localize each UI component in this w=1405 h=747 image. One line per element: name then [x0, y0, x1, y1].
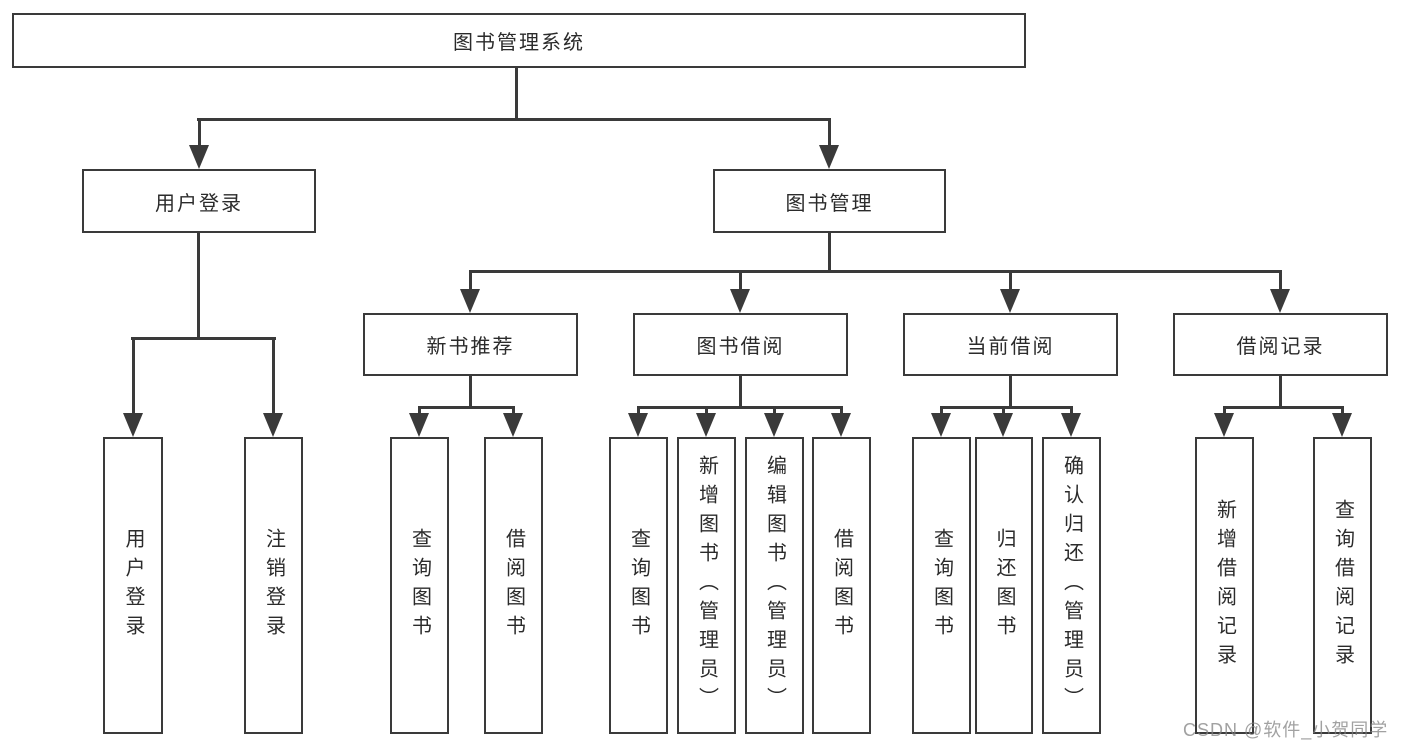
- node-new-book-recommend: 新书推荐: [363, 313, 578, 376]
- connector-line: [1009, 272, 1012, 291]
- connector-line: [469, 270, 1282, 273]
- connector-line: [705, 408, 708, 416]
- connector-line: [132, 339, 135, 415]
- node-label: 借阅图书: [830, 527, 853, 644]
- connector-line: [197, 118, 831, 121]
- connector-line: [637, 408, 640, 416]
- connector-line: [1002, 408, 1005, 416]
- arrow-down-icon: [931, 413, 951, 437]
- arrow-down-icon: [263, 413, 283, 437]
- leaf-query-book-current: 查询图书: [912, 437, 971, 734]
- arrow-down-icon: [831, 413, 851, 437]
- node-label: 注销登录: [262, 527, 285, 644]
- connector-line: [197, 233, 200, 340]
- arrow-down-icon: [1000, 289, 1020, 313]
- node-current-borrowing: 当前借阅: [903, 313, 1118, 376]
- connector-line: [469, 272, 472, 291]
- node-label: 图书管理: [785, 192, 874, 215]
- arrow-down-icon: [460, 289, 480, 313]
- leaf-add-borrow-record: 新增借阅记录: [1195, 437, 1254, 734]
- leaf-confirm-return-admin: 确认归还（管理员）: [1042, 437, 1101, 734]
- node-borrowing-records: 借阅记录: [1173, 313, 1388, 376]
- connector-line: [940, 408, 943, 416]
- leaf-edit-book-admin: 编辑图书（管理员）: [745, 437, 804, 734]
- node-label: 借阅图书: [502, 527, 525, 644]
- arrow-down-icon: [1270, 289, 1290, 313]
- connector-line: [469, 376, 472, 409]
- arrow-down-icon: [1061, 413, 1081, 437]
- node-label: 当前借阅: [966, 336, 1055, 358]
- arrow-down-icon: [819, 145, 839, 169]
- node-label: 新书推荐: [426, 336, 515, 358]
- connector-line: [1223, 408, 1226, 416]
- connector-line: [1341, 408, 1344, 416]
- connector-line: [840, 408, 843, 416]
- node-label: 查询图书: [408, 527, 431, 644]
- node-label: 图书借阅: [696, 336, 785, 358]
- arrow-down-icon: [730, 289, 750, 313]
- arrow-down-icon: [628, 413, 648, 437]
- connector-line: [272, 339, 275, 415]
- node-label: 编辑图书（管理员）: [763, 455, 786, 716]
- node-label: 新增借阅记录: [1213, 498, 1236, 673]
- node-label: 查询图书: [930, 527, 953, 644]
- leaf-return-book: 归还图书: [975, 437, 1033, 734]
- connector-line: [1009, 376, 1012, 409]
- connector-line: [515, 68, 518, 121]
- node-label: 新增图书（管理员）: [695, 455, 718, 716]
- node-book-management: 图书管理: [713, 169, 946, 233]
- node-label: 借阅记录: [1236, 336, 1325, 358]
- connector-line: [418, 408, 421, 416]
- connector-line: [1223, 406, 1344, 409]
- arrow-down-icon: [993, 413, 1013, 437]
- node-library-system: 图书管理系统: [12, 13, 1026, 68]
- connector-line: [739, 376, 742, 409]
- leaf-add-book-admin: 新增图书（管理员）: [677, 437, 736, 734]
- connector-line: [739, 272, 742, 291]
- connector-line: [828, 120, 831, 147]
- connector-line: [773, 408, 776, 416]
- leaf-borrow-book: 借阅图书: [812, 437, 871, 734]
- node-label: 查询图书: [627, 527, 650, 644]
- node-label: 用户登录: [155, 192, 243, 215]
- arrow-down-icon: [696, 413, 716, 437]
- leaf-logout-login: 注销登录: [244, 437, 303, 734]
- connector-line: [418, 406, 515, 409]
- node-book-borrowing: 图书借阅: [633, 313, 848, 376]
- leaf-query-borrow-record: 查询借阅记录: [1313, 437, 1372, 734]
- connector-line: [131, 337, 276, 340]
- connector-line: [1070, 408, 1073, 416]
- arrow-down-icon: [189, 145, 209, 169]
- node-label: 确认归还（管理员）: [1060, 455, 1083, 716]
- connector-line: [198, 120, 201, 147]
- arrow-down-icon: [503, 413, 523, 437]
- watermark: CSDN @软件_小贺同学: [1183, 720, 1389, 740]
- node-label: 归还图书: [993, 527, 1015, 644]
- arrow-down-icon: [764, 413, 784, 437]
- arrow-down-icon: [409, 413, 429, 437]
- connector-line: [1279, 272, 1282, 291]
- arrow-down-icon: [1214, 413, 1234, 437]
- arrow-down-icon: [1332, 413, 1352, 437]
- connector-line: [828, 233, 831, 273]
- node-label: 图书管理系统: [453, 32, 585, 54]
- leaf-query-book-recommend: 查询图书: [390, 437, 449, 734]
- node-label: 查询借阅记录: [1331, 498, 1354, 673]
- leaf-borrow-book-recommend: 借阅图书: [484, 437, 543, 734]
- arrow-down-icon: [123, 413, 143, 437]
- leaf-user-login: 用户登录: [103, 437, 163, 734]
- node-user-login: 用户登录: [82, 169, 316, 233]
- leaf-query-book-borrowing: 查询图书: [609, 437, 668, 734]
- node-label: 用户登录: [122, 527, 144, 644]
- connector-line: [512, 408, 515, 416]
- connector-line: [637, 406, 843, 409]
- connector-line: [1279, 376, 1282, 409]
- connector-line: [940, 406, 1073, 409]
